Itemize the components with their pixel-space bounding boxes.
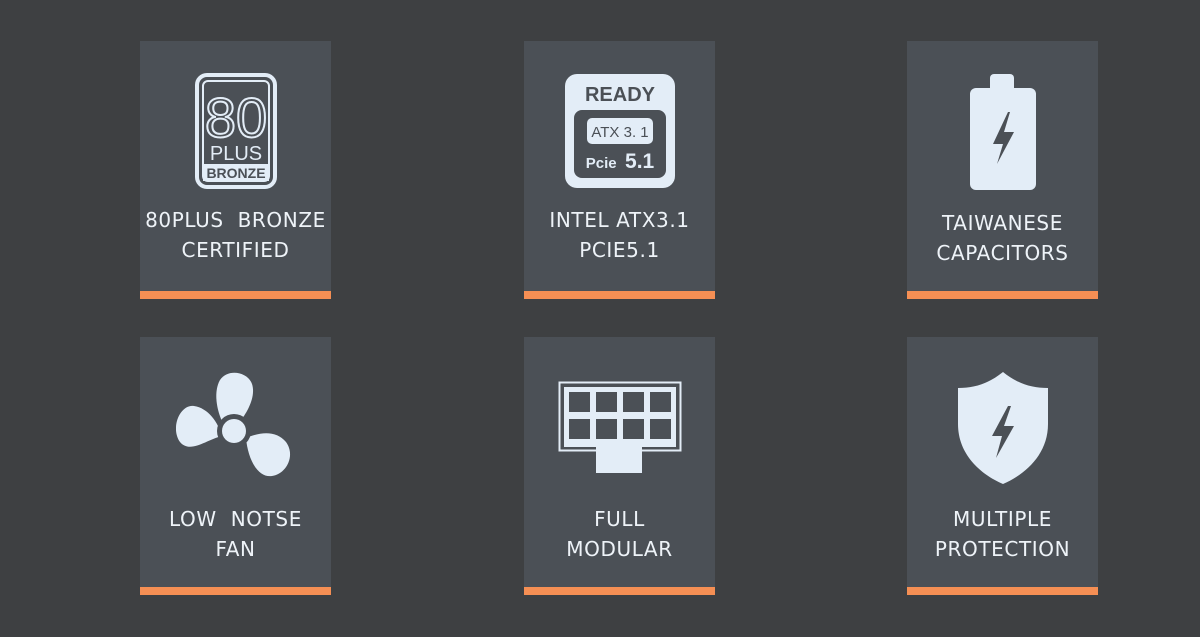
feature-label-line-1: 80PLUS BRONZE [145,208,326,232]
feature-label-line-2: PROTECTION [934,537,1071,561]
feature-card-modular: FULL MODULAR [524,337,715,595]
feature-label-line-1: INTEL ATX3.1 [549,208,690,232]
accent-bar [140,291,331,299]
feature-label-line-2: PCIE5.1 [579,238,660,262]
feature-card-80plus: 80 PLUS BRONZE 80PLUS BRONZE CERTIFIED [140,41,331,299]
feature-label-line-1: TAIWANESE [942,211,1063,235]
badge-pcie: Pcie 5.1 [585,150,654,173]
feature-label-line-2: FAN [215,537,256,561]
shield-bolt-icon [957,372,1048,484]
feature-card-atx: READY ATX 3. 1 Pcie 5.1 INTEL ATX3.1 PCI… [524,41,715,299]
feature-card-capacitors: TAIWANESE CAPACITORS [907,41,1098,299]
badge-number: 80 [204,86,266,149]
accent-bar [524,587,715,595]
feature-card-protection: MULTIPLE PROTECTION [907,337,1098,595]
feature-label: LOW NOTSE FAN [140,504,331,564]
badge-tier: BRONZE [206,165,265,181]
badge-pcie-version: 5.1 [625,150,655,173]
feature-label-line-2: MODULAR [566,537,673,561]
feature-label-line-1: FULL [594,507,645,531]
accent-bar [907,291,1098,299]
feature-label-line-1: MULTIPLE [952,507,1053,531]
fan-icon [175,372,290,477]
feature-label: 80PLUS BRONZE CERTIFIED [140,205,331,265]
feature-label-line-2: CERTIFIED [181,238,290,262]
badge-ready: READY [584,84,655,106]
badge-plus: PLUS [209,143,261,165]
80plus-bronze-badge-icon: 80 PLUS BRONZE [194,73,277,189]
feature-card-fan: LOW NOTSE FAN [140,337,331,595]
modular-panel-icon [558,381,681,473]
accent-bar [907,587,1098,595]
accent-bar [524,291,715,299]
feature-label: FULL MODULAR [524,504,715,564]
badge-atx: ATX 3. 1 [591,124,648,141]
battery-bolt-icon [969,74,1036,190]
feature-label-line-2: CAPACITORS [936,241,1069,265]
atx-ready-badge-icon: READY ATX 3. 1 Pcie 5.1 [564,74,675,188]
feature-label: MULTIPLE PROTECTION [907,504,1098,564]
accent-bar [140,587,331,595]
badge-pcie-prefix: Pcie [585,155,616,172]
feature-label: TAIWANESE CAPACITORS [907,208,1098,268]
feature-label: INTEL ATX3.1 PCIE5.1 [524,205,715,265]
feature-label-line-1: LOW NOTSE [169,507,302,531]
